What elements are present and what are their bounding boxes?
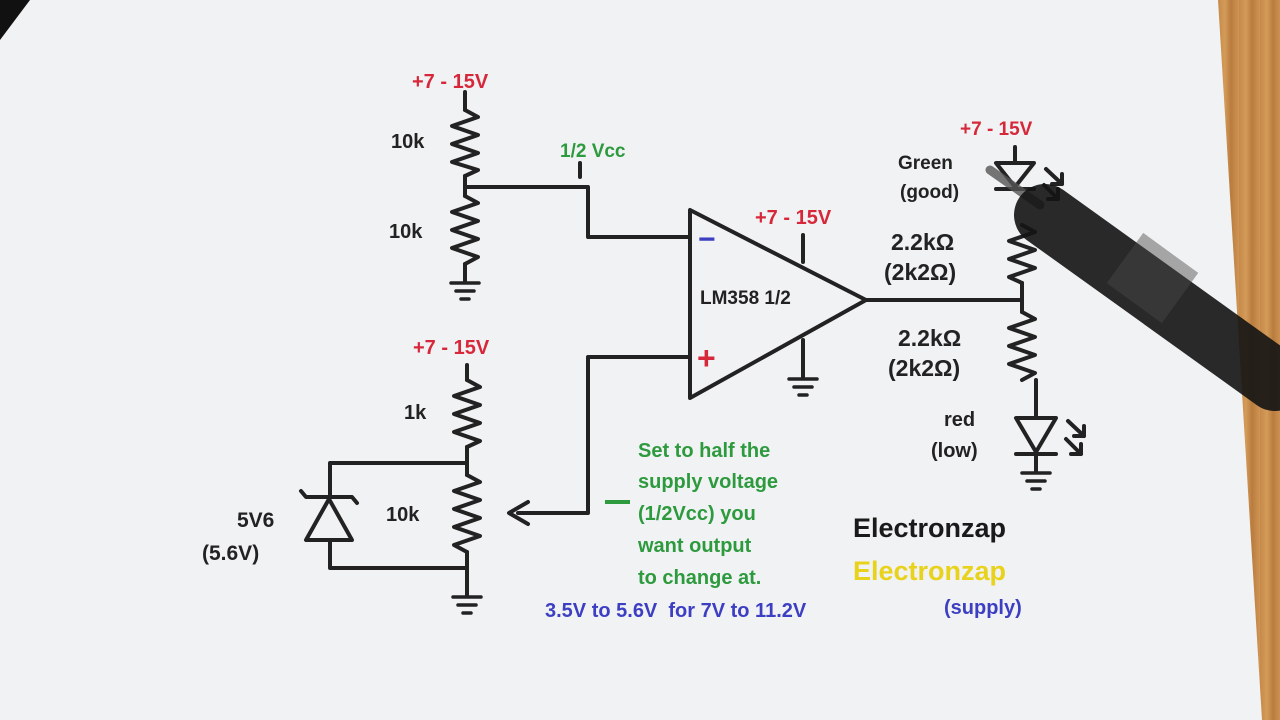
note-range-suffix: (supply) — [944, 597, 1022, 619]
green-led-arrow-1-head — [1050, 172, 1064, 186]
ground-symbol-reference — [451, 595, 483, 615]
brand-name-yellow: Electronzap — [853, 556, 1006, 586]
wire-midpoint-to-inverting — [463, 185, 690, 239]
resistor-divider-top — [450, 108, 480, 178]
red-led-symbol — [1014, 416, 1058, 454]
resistor-label-divider-bottom: 10k — [389, 221, 423, 243]
pen-grip-band — [1106, 232, 1199, 324]
green-led-arrow-1 — [1044, 167, 1064, 186]
potentiometer-label: 10k — [386, 504, 420, 526]
note-line-3: (1/2Vcc) you — [638, 503, 756, 525]
zener-diode-bar — [299, 489, 359, 505]
red-led-arrow-2-head — [1069, 442, 1083, 456]
resistor-ref-1k — [452, 378, 482, 449]
opamp-triangle — [688, 208, 868, 400]
resistor-label-lower-line1: 2.2kΩ — [898, 325, 961, 351]
brand-name-dark: Electronzap — [853, 513, 1006, 543]
red-led-arrow-2 — [1064, 437, 1083, 456]
supply-label-divider: +7 - 15V — [412, 71, 489, 93]
note-range: 3.5V to 5.6V for 7V to 11.2V — [545, 600, 807, 622]
green-led-label-line2: (good) — [900, 182, 959, 203]
opamp-part-label: LM358 1/2 — [700, 288, 791, 309]
wire-zener-loop-top — [328, 461, 469, 497]
pen — [985, 165, 1280, 411]
note-line-4: want output — [637, 535, 752, 557]
resistor-label-ref-1k: 1k — [404, 402, 427, 424]
resistor-label-divider-top: 10k — [391, 131, 425, 153]
zener-diode-symbol — [304, 497, 354, 542]
resistor-indicator-lower — [1007, 310, 1037, 382]
resistor-label-upper-line2: (2k2Ω) — [884, 259, 956, 285]
ground-symbol-red-led — [1020, 471, 1052, 491]
red-led-arrow-1-head — [1072, 424, 1086, 438]
ground-symbol-divider — [449, 281, 481, 301]
note-line-5: to change at. — [638, 567, 761, 589]
zener-label-line1: 5V6 — [237, 509, 274, 532]
note-line-1: Set to half the — [638, 440, 770, 462]
ground-symbol-opamp — [787, 377, 819, 397]
wiper-arrow-head — [507, 500, 530, 526]
red-led-label-line1: red — [944, 409, 975, 431]
resistor-label-lower-line2: (2k2Ω) — [888, 355, 960, 381]
opamp-inverting-sign: − — [698, 223, 716, 256]
supply-label-reference: +7 - 15V — [413, 337, 490, 359]
schematic-wires — [299, 90, 1086, 598]
potentiometer-10k — [452, 473, 482, 554]
pen-body — [1014, 184, 1280, 411]
green-led-label-line1: Green — [898, 153, 953, 174]
resistor-divider-bottom — [450, 194, 480, 266]
ground-symbols — [449, 281, 1052, 615]
wire-zener-loop-bottom — [328, 538, 469, 570]
resistor-label-upper-line1: 2.2kΩ — [891, 229, 954, 255]
opamp-noninverting-sign: + — [697, 340, 716, 376]
zener-label-line2: (5.6V) — [202, 542, 259, 565]
red-led-label-line2: (low) — [931, 440, 978, 462]
wire-wiper-to-noninverting — [516, 355, 690, 515]
note-line-2: supply voltage — [638, 471, 778, 493]
supply-label-opamp: +7 - 15V — [755, 207, 832, 229]
midpoint-label: 1/2 Vcc — [560, 141, 626, 162]
green-led-symbol — [994, 161, 1036, 189]
supply-label-led: +7 - 15V — [960, 119, 1033, 140]
red-led-arrow-1 — [1066, 419, 1086, 438]
